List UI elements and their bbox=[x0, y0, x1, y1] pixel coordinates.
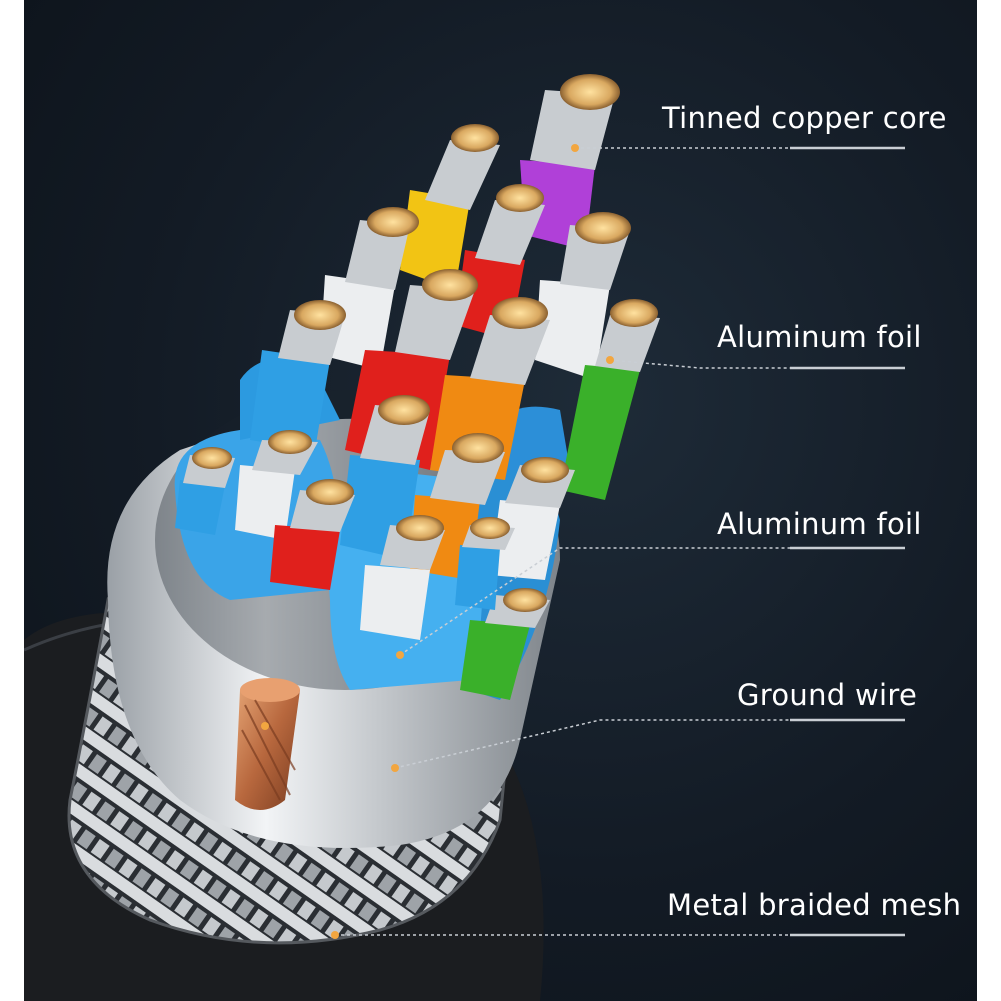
copper-ground-wire bbox=[235, 678, 300, 810]
callout-aluminum-foil-2: Aluminum foil bbox=[717, 507, 922, 541]
cable-artwork bbox=[24, 74, 905, 1001]
leader-line-solid-ends bbox=[790, 146, 905, 937]
anchor-dots bbox=[261, 144, 614, 939]
callout-metal-braided-mesh: Metal braided mesh bbox=[667, 888, 962, 922]
dark-background-panel bbox=[24, 0, 977, 1001]
callout-aluminum-foil-1: Aluminum foil bbox=[717, 320, 922, 354]
insulated-conductors bbox=[175, 74, 660, 700]
callout-ground-wire: Ground wire bbox=[737, 678, 918, 712]
callout-tinned-copper-core: Tinned copper core bbox=[662, 101, 947, 135]
